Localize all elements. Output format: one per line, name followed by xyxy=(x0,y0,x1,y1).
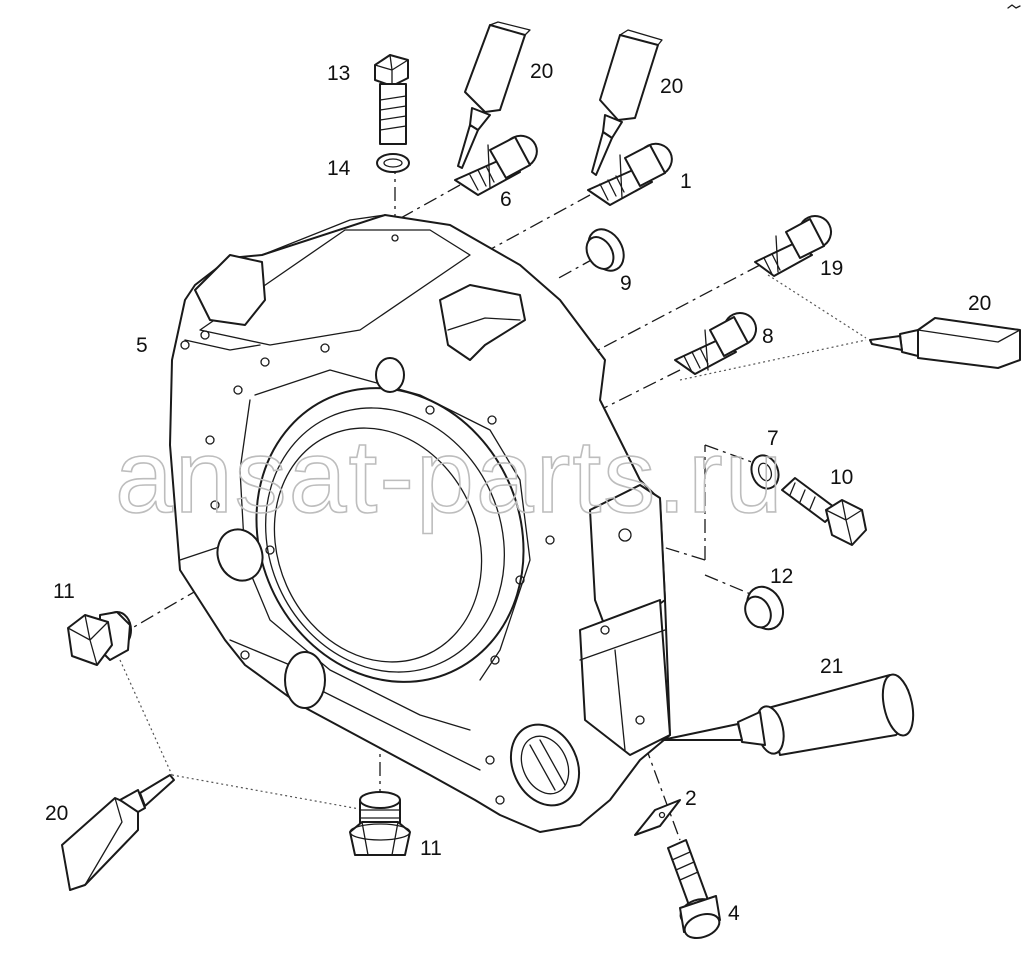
dowel-pin-icon xyxy=(587,142,673,206)
plug-icon xyxy=(67,611,132,666)
callout-21: 21 xyxy=(820,655,843,678)
part-19-stud xyxy=(754,215,832,277)
part-2-plate xyxy=(634,799,681,836)
sealant-tube-icon xyxy=(457,21,531,169)
callout-20-bottom-left: 20 xyxy=(45,802,68,825)
sealant-tube-icon xyxy=(869,317,1021,369)
callout-11-left: 11 xyxy=(53,580,75,603)
bolt-icon xyxy=(374,54,409,145)
part-11-plug-left xyxy=(67,611,132,666)
sealant-tube-icon xyxy=(61,774,175,891)
part-11-plug-bottom xyxy=(349,791,411,856)
callout-9: 9 xyxy=(620,272,632,295)
washer-icon xyxy=(376,153,410,173)
callout-11-bottom: 11 xyxy=(420,837,442,860)
callout-20-top-left: 20 xyxy=(530,60,553,83)
dowel-pin-icon xyxy=(674,312,757,375)
callout-10: 10 xyxy=(830,466,853,489)
part-10-hex-bolt xyxy=(781,477,867,546)
callout-labels: 13 20 20 14 6 1 9 19 5 20 8 7 10 11 12 2… xyxy=(45,60,991,925)
part-4-cap-screw xyxy=(667,839,721,940)
watermark-text: ansat-parts.ru xyxy=(115,419,785,535)
grease-cartridge-icon xyxy=(661,673,915,756)
part-7-washer xyxy=(750,454,780,490)
part-21-grease-cartridge xyxy=(661,673,915,756)
sealant-tube-icon xyxy=(591,29,663,176)
callout-2: 2 xyxy=(685,787,697,810)
part-14-washer xyxy=(376,153,410,173)
callout-12: 12 xyxy=(770,565,793,588)
callout-20-top-right: 20 xyxy=(660,75,683,98)
washer-icon xyxy=(750,454,780,490)
bolt-icon xyxy=(667,839,721,940)
part-9-sleeve xyxy=(585,228,625,272)
plug-icon xyxy=(349,791,411,856)
callout-13: 13 xyxy=(327,62,350,85)
part-6-dowel-pin xyxy=(454,134,538,196)
callout-20-right: 20 xyxy=(968,292,991,315)
callout-5: 5 xyxy=(136,334,148,357)
flywheel-housing xyxy=(169,214,671,833)
part-20-sealant-tube-right xyxy=(869,317,1021,369)
part-12-sleeve xyxy=(744,585,784,631)
part-20-sealant-tube-top-right xyxy=(591,29,663,176)
callout-8: 8 xyxy=(762,325,774,348)
callout-1: 1 xyxy=(680,170,692,193)
dowel-pin-icon xyxy=(454,134,538,196)
corner-mark xyxy=(1007,4,1021,9)
part-1-dowel-pin xyxy=(587,142,673,206)
callout-4: 4 xyxy=(728,902,740,925)
mounting-holes xyxy=(180,330,645,805)
part-20-sealant-tube-bottom-left xyxy=(61,774,175,891)
callout-14: 14 xyxy=(327,157,351,180)
callout-6: 6 xyxy=(500,188,512,211)
part-8-stud xyxy=(674,312,757,375)
dowel-pin-icon xyxy=(754,215,832,277)
part-13-hex-bolt xyxy=(374,54,409,145)
bolt-icon xyxy=(781,477,867,546)
callout-19: 19 xyxy=(820,257,843,280)
part-20-sealant-tube-top-left xyxy=(457,21,531,169)
callout-7: 7 xyxy=(767,427,779,450)
